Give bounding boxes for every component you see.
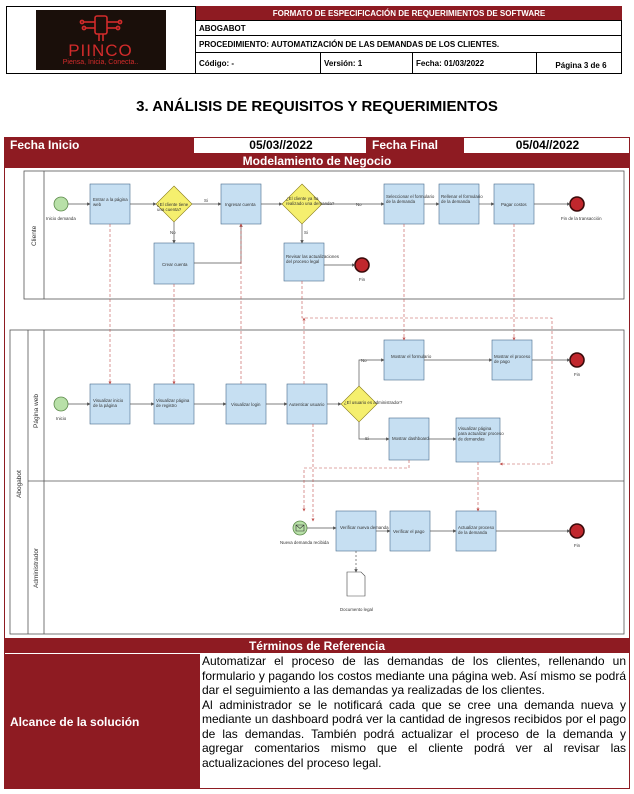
label-es-administrador: ¿El usuario es administrador?	[344, 400, 403, 405]
logo-tagline: Piensa, Inicia, Conecta..	[62, 59, 139, 66]
label-inicio-demanda: Inicio demanda	[46, 216, 76, 221]
end-event-pagina	[569, 352, 585, 368]
version-field: Versión: 1	[320, 53, 412, 74]
requirements-table	[4, 137, 630, 789]
scope-label: Alcance de la solución	[4, 654, 200, 789]
scope-description: Automatizar el proceso de las demandas d…	[202, 654, 626, 770]
task-actualizar-proceso	[455, 510, 497, 552]
end-event-admin	[569, 523, 585, 539]
label-mostrar-dashboard: Mostrar dashboard	[392, 436, 429, 441]
pool-abogabot	[9, 329, 625, 635]
task-verificar-pago	[389, 510, 431, 552]
task-mostrar-formulario	[383, 339, 425, 381]
pool-label-abogabot: Abogabot	[16, 470, 23, 498]
form-title: FORMATO DE ESPECIFICACIÓN DE REQUERIMIEN…	[196, 6, 622, 21]
lane-cliente	[23, 170, 625, 300]
task-visualizar-inicio	[89, 383, 131, 425]
lane-label-admin: Administrador	[33, 547, 40, 588]
label-fin-pagina: Fin	[574, 372, 581, 377]
terms-title: Términos de Referencia	[4, 638, 630, 653]
label-mostrar-formulario: Mostrar el formulario	[391, 354, 432, 359]
end-date-value: 05/04//2022	[466, 138, 629, 152]
task-verificar-demanda	[335, 510, 377, 552]
label-autenticar-usuario: Autenticar usuario	[289, 402, 325, 407]
end-event-transaccion	[569, 196, 585, 212]
start-event-admin	[292, 520, 308, 536]
logo: PIINCO Piensa, Inicia, Conecta..	[6, 6, 196, 74]
business-model-title: Modelamiento de Negocio	[4, 153, 630, 168]
task-pagar-costos	[493, 183, 535, 225]
label-g2-si: Si	[304, 230, 308, 235]
label-visualizar-login: Visualizar login	[231, 402, 261, 407]
task-crear-cuenta	[153, 242, 195, 285]
task-mostrar-pago	[491, 339, 533, 381]
task-visualizar-registro	[153, 383, 195, 425]
project-name: ABOGABOT	[196, 21, 622, 36]
label-crear-cuenta: Crear cuenta	[162, 262, 188, 267]
label-ingresar-cuenta: Ingresar cuenta	[225, 202, 256, 207]
end-event-revisar	[354, 257, 370, 273]
logo-name: PIINCO	[68, 41, 133, 60]
label-documento-legal: Documento legal	[340, 607, 373, 612]
start-event-pagina	[53, 396, 69, 412]
label-g2-no: No	[356, 202, 362, 207]
start-date-value: 05/03//2022	[196, 138, 366, 152]
document-icon	[346, 571, 366, 597]
page-number: Página 3 de 6	[536, 53, 622, 74]
label-pagar-costos: Pagar costos	[501, 202, 527, 207]
task-revisar-actualizaciones	[283, 242, 325, 282]
circuit-hand-icon	[79, 15, 122, 41]
label-g1-no: No	[170, 230, 176, 235]
label-inicio-pagina: Inicio	[56, 416, 67, 421]
label-nueva-demanda: Nueva demanda recibida	[280, 540, 329, 545]
label-fin-admin: Fin	[574, 543, 581, 548]
start-date-label: Fecha Inicio	[4, 137, 194, 153]
header-meta-row: Código: - Versión: 1 Fecha: 01/03/2022 P…	[196, 53, 622, 74]
bpmn-diagram: .lane { fill: none; stroke: #555; stroke…	[9, 170, 625, 635]
label-fin-transaccion: Fin de la transacción	[561, 216, 602, 221]
date-field: Fecha: 01/03/2022	[412, 53, 536, 74]
label-g1-si: Si	[204, 198, 208, 203]
task-autenticar-usuario	[286, 383, 328, 425]
envelope-icon	[295, 524, 305, 532]
end-date-label: Fecha Final	[366, 137, 464, 153]
label-fin-revisar: Fin	[359, 277, 366, 282]
lane-label-cliente: Cliente	[31, 225, 38, 246]
section-title: 3. ANÁLISIS DE REQUISITOS Y REQUERIMIENT…	[136, 98, 498, 115]
procedure: PROCEDIMIENTO: AUTOMATIZACIÓN DE LAS DEM…	[196, 36, 622, 53]
start-event-cliente	[53, 196, 69, 212]
task-visualizar-actualizar	[455, 417, 501, 463]
lane-label-pagina: Página web	[33, 394, 40, 428]
scope-paragraph-2: Al administrador se le notificará cada q…	[202, 697, 626, 770]
code-field: Código: -	[199, 59, 235, 68]
label-pg-no: No	[361, 358, 367, 363]
logo-image: PIINCO Piensa, Inicia, Conecta..	[35, 10, 166, 70]
scope-paragraph-1: Automatizar el proceso de las demandas d…	[202, 654, 626, 697]
label-verificar-demanda: Verificar nueva demanda	[340, 525, 389, 530]
label-pg-si: Si	[365, 436, 369, 441]
task-mostrar-dashboard	[388, 417, 430, 461]
label-verificar-pago: Verificar el pago	[393, 529, 425, 534]
